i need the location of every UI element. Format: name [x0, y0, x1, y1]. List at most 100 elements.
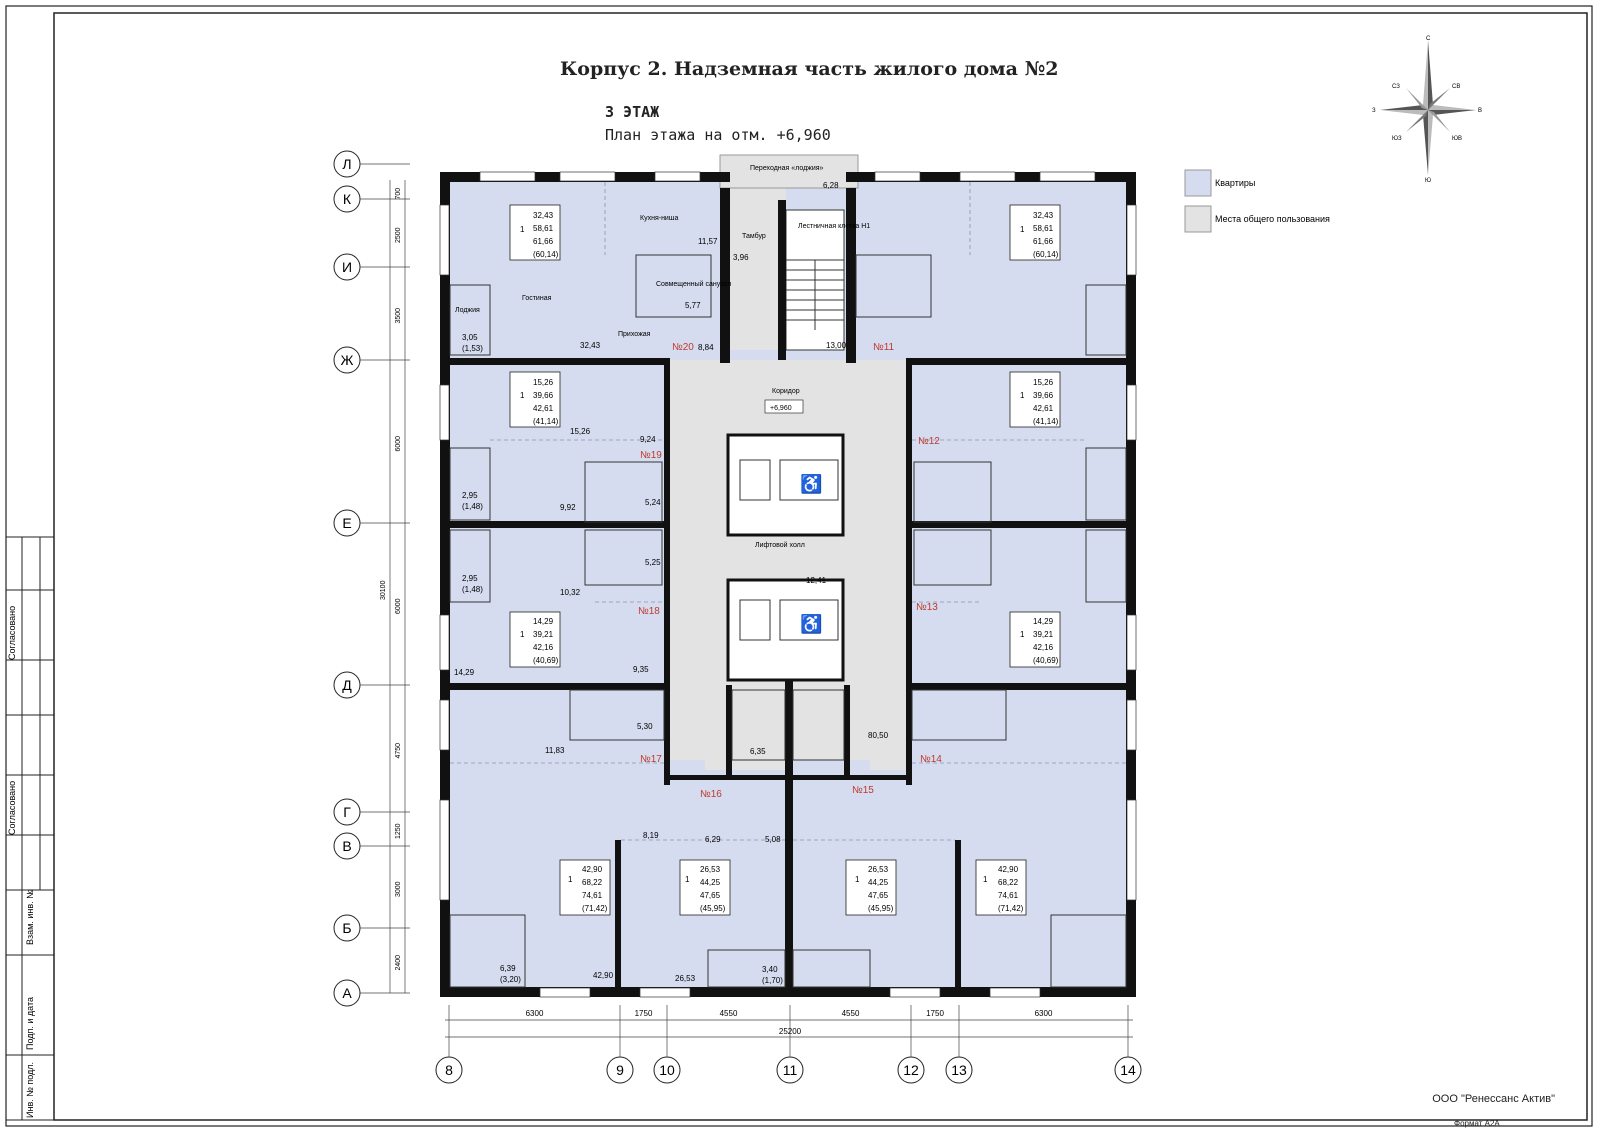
apt17-rooms: 1 [568, 875, 573, 884]
apt13-rooms: 1 [1020, 630, 1025, 639]
apt13-number: №13 [916, 602, 938, 613]
row-axis-label-2: И [342, 259, 352, 275]
lift-hall-label: Лифтовой холл [755, 541, 805, 549]
row-axis-label-7: В [342, 838, 351, 854]
apt18-area-4: (40,69) [533, 656, 559, 665]
apt13-area-4: (40,69) [1033, 656, 1059, 665]
apt11-area-1: 32,43 [1033, 211, 1054, 220]
stair-treads [786, 259, 844, 330]
apt20-rooms: 1 [520, 225, 525, 234]
apt20-area-2: 58,61 [533, 224, 554, 233]
row-axis-label-1: К [343, 191, 352, 207]
apt19-area-4: (41,14) [533, 417, 559, 426]
row-axis-label-5: Д [342, 677, 352, 693]
apt12-number: №12 [918, 436, 940, 447]
apt11-area-3: 61,66 [1033, 237, 1054, 246]
row-dim-0: 700 [395, 188, 402, 200]
stamp-approved-1: Согласовано [7, 606, 17, 660]
apt19-rooms: 1 [520, 391, 525, 400]
approval-stamp: Согласовано Согласовано Взам. инв. № Под… [5, 536, 55, 1121]
apt20-living-area: 32,43 [580, 341, 601, 350]
apt13-area-1: 14,29 [1033, 617, 1054, 626]
apt14-area-4: (71,42) [998, 904, 1024, 913]
apt16-rooms: 1 [685, 875, 690, 884]
zone-lines [450, 182, 1126, 841]
apt18-area-1: 14,29 [533, 617, 554, 626]
stair-label: Лестничная клетка Н1 [798, 223, 870, 230]
apt16-living-area: 26,53 [675, 974, 696, 983]
col-dim-3: 4550 [842, 1009, 860, 1018]
lift-shafts: ♿ ♿ [726, 433, 845, 682]
apt17-hall-area: 8,19 [643, 831, 659, 840]
apt16-area-4: (45,95) [700, 904, 726, 913]
apt14-area-3: 74,61 [998, 891, 1019, 900]
floor-plan-level: План этажа на отм. +6,960 [605, 126, 831, 144]
col-dim-4: 1750 [926, 1009, 944, 1018]
apt20-bath-area: 5,77 [685, 301, 701, 310]
apt20-loggia: Лоджия [455, 307, 480, 314]
company-name: ООО "Ренессанс Актив" [1432, 1093, 1555, 1105]
apt19-loggia-area: 2,95 [462, 491, 478, 500]
apt17-number: №17 [640, 754, 662, 765]
corridor-area: 80,50 [868, 731, 889, 740]
apt16-loggia-area: 3,40 [762, 965, 778, 974]
col-axis-label-5: 13 [951, 1062, 967, 1078]
row-dim-6: 1250 [395, 823, 402, 839]
floor-name: 3 ЭТАЖ [605, 103, 660, 121]
apt12-rooms: 1 [1020, 391, 1025, 400]
compass-rose: С Ю З В СЗ СВ ЮЗ ЮВ [1372, 36, 1482, 184]
apt17-loggia-area-red: (3,20) [500, 975, 521, 984]
apt18-rooms: 1 [520, 630, 525, 639]
apt18-area-3: 42,16 [533, 643, 554, 652]
apt20-loggia-area-red: (1,53) [462, 344, 483, 353]
corridor-label: Коридор [772, 388, 800, 395]
apt15-area-2: 44,25 [868, 878, 889, 887]
row-axis-label-3: Ж [341, 352, 354, 368]
row-dim-2: 3500 [395, 308, 402, 324]
apt16-area-1: 26,53 [700, 865, 721, 874]
apt17-area-3: 74,61 [582, 891, 603, 900]
apt17-living-area: 42,90 [593, 971, 614, 980]
grid-axes: ЛКИЖЕДГВБА700250035006000600047501250300… [333, 150, 1142, 1084]
building: ♿ ♿ [439, 154, 1137, 998]
apt19-living-area: 15,26 [570, 427, 591, 436]
apt14-area-2: 68,22 [998, 878, 1019, 887]
apt11-number: №11 [873, 342, 895, 353]
vestibule-label: Тамбур [742, 232, 766, 240]
legend: Квартиры Места общего пользования [1184, 169, 1330, 233]
apt17-area-4: (71,42) [582, 904, 608, 913]
apt20-area-4: (60,14) [533, 250, 559, 259]
col-dim-1: 1750 [635, 1009, 653, 1018]
apt20-hall-area: 8,84 [698, 343, 714, 352]
apt19-bath-area: 5,24 [645, 498, 661, 507]
apt18-area-2: 39,21 [533, 630, 554, 639]
col-dim-2: 4550 [720, 1009, 738, 1018]
row-dim-8: 2400 [395, 955, 402, 971]
apt18-number: №18 [638, 606, 660, 617]
apt20-area-3: 61,66 [533, 237, 554, 246]
transition-area: 6,28 [823, 181, 839, 190]
stair-area: 13,00 [826, 341, 847, 350]
accessible-lift-icon: ♿ [800, 473, 822, 494]
legend-apartments: Квартиры [1215, 178, 1255, 188]
compass-n: С [1426, 36, 1431, 42]
apt17-kitchen-area: 11,83 [545, 746, 565, 755]
col-axis-label-6: 14 [1120, 1062, 1136, 1078]
row-dim-5: 4750 [395, 743, 402, 759]
row-total: 30100 [380, 580, 387, 600]
row-axis-label-4: Е [342, 515, 351, 531]
apt18-bath-area: 5,25 [645, 558, 661, 567]
partitions [449, 254, 1127, 988]
row-axis-label-6: Г [343, 804, 351, 820]
apt18-loggia-area: 2,95 [462, 574, 478, 583]
row-dim-3: 6000 [395, 436, 402, 452]
interior-walls [440, 358, 1136, 990]
apt16-hall-area: 6,29 [705, 835, 721, 844]
apt14-number: №14 [920, 754, 942, 765]
apt15-rooms: 1 [855, 875, 860, 884]
compass-w: З [1372, 108, 1376, 114]
apt14-rooms: 1 [983, 875, 988, 884]
apt14-area-1: 42,90 [998, 865, 1019, 874]
apt11-area-4: (60,14) [1033, 250, 1059, 259]
